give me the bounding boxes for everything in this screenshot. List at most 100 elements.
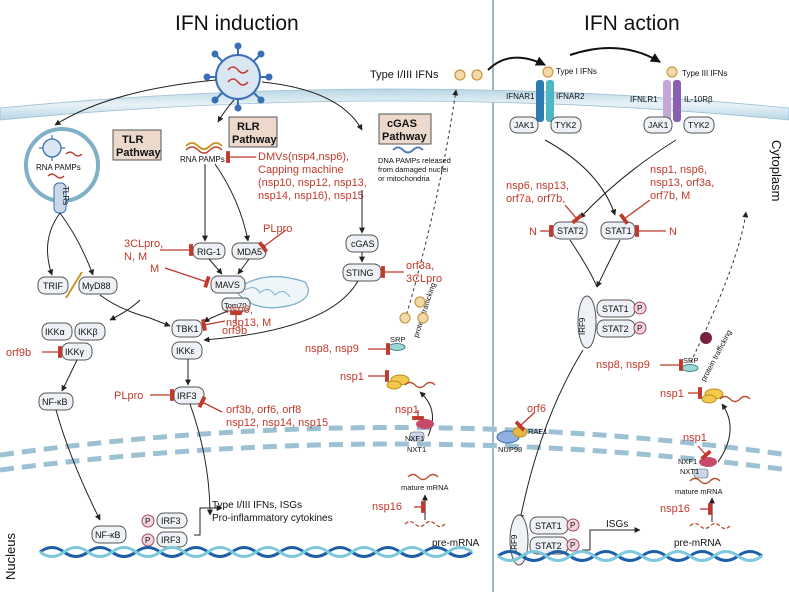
node-mda5: MDA5 — [231, 242, 267, 260]
ifnar1-label: IFNAR1 — [506, 92, 535, 101]
outputs-line1: Type I/III IFNs, ISGs — [212, 500, 302, 511]
stat1-inhibitor-line2: nsp13, orf3a, — [650, 177, 714, 189]
svg-text:TBK1: TBK1 — [176, 324, 199, 334]
stat1-inhibitor-line3: orf7b, M — [650, 190, 690, 202]
protein-trafficking-left: protein trafficking — [411, 282, 437, 339]
svg-text:JAK1: JAK1 — [514, 120, 535, 130]
node-ikkg: IKKγ — [61, 342, 93, 361]
node-jak1-b: JAK1 — [643, 116, 673, 134]
stat2-inhibitor-line2: orf7a, orf7b, — [506, 193, 565, 205]
srp-inhibitor-left: nsp8, nsp9 — [305, 343, 359, 355]
type1-ifns-label: Type I IFNs — [556, 67, 597, 76]
outputs-line2: Pro-inflammatory cytokines — [212, 513, 333, 524]
svg-text:IKKε: IKKε — [176, 346, 195, 356]
svg-text:Tom70: Tom70 — [224, 301, 247, 310]
dmvs-inhibitor-line1: DMVs(nsp4,nsp6), — [258, 151, 349, 163]
nsp1-ribosome-inhibitor-right: nsp1 — [660, 388, 684, 400]
title-left: IFN induction — [175, 12, 299, 35]
irf3-inhibitor-line2: nsp12, nsp14, nsp15 — [226, 417, 328, 429]
node-ikka: IKKα — [41, 322, 73, 341]
n-stat1-label: STAT1 — [535, 521, 562, 531]
nsp16-inhibitor-left: nsp16 — [372, 501, 402, 513]
nxf1-label-left: NXF1 — [405, 434, 424, 443]
rna-pamps-endosome-label: RNA PAMPs — [36, 163, 81, 172]
svg-text:NF-κB: NF-κB — [42, 397, 68, 407]
svg-text:STING: STING — [346, 268, 374, 278]
tbk1-inhibitor-line2: nsp13, M — [226, 317, 271, 329]
virus-small-icon — [39, 135, 65, 161]
cgas-pathway-box — [378, 113, 432, 145]
dmvs-inhibitor-line3: (nsp10, nsp12, nsp13, — [258, 177, 367, 189]
svg-text:RIG-1: RIG-1 — [197, 247, 221, 257]
nsp1-ribosome-inhibitor-left: nsp1 — [340, 371, 364, 383]
nucleus-label: Nucleus — [3, 533, 18, 580]
irf3-inhibitor-line1: orf3b, orf6, orf8 — [226, 404, 301, 416]
ribosome-left — [386, 374, 410, 390]
dna-pamps-line1: DNA PAMPs released — [378, 156, 451, 165]
rae1-label: RAE1 — [528, 427, 548, 436]
cgas-pathway-line1: cGAS — [387, 118, 417, 130]
type-ifns-label: Type I/III IFNs — [370, 69, 439, 81]
rna-pamps-rlr-label: RNA PAMPs — [180, 155, 225, 164]
node-tom70: Tom70 — [221, 297, 251, 312]
p-label-n1: P — [570, 521, 575, 530]
node-stat2: STAT2 — [552, 221, 588, 240]
nup98-label: NUP98 — [498, 445, 522, 454]
svg-text:IRF3: IRF3 — [161, 535, 181, 545]
stat1-inhibitor-line1: nsp1, nsp6, — [650, 164, 707, 176]
node-tyk2-b: TYK2 — [683, 116, 715, 134]
svg-text:MAVS: MAVS — [215, 280, 240, 290]
svg-text:TYK2: TYK2 — [688, 120, 710, 130]
irf9-label: IRF9 — [578, 317, 587, 335]
rlr-pathway-line2: Pathway — [232, 134, 278, 146]
node-ikkb: IKKβ — [74, 322, 106, 341]
isgs-label: ISGs — [606, 519, 628, 530]
svg-text:IRF3: IRF3 — [161, 516, 181, 526]
ifnar-receptor — [536, 66, 554, 122]
rlr-pathway-box — [228, 116, 278, 148]
node-nfkb-nucleus: NF-κB — [91, 525, 127, 544]
svg-text:TYK2: TYK2 — [555, 120, 577, 130]
il10rb-label: IL-10Rβ — [684, 95, 713, 104]
tlrs-label: TLRs — [61, 186, 70, 205]
rlr-pathway-line1: RLR — [237, 121, 260, 133]
node-trif: TRIF — [37, 276, 69, 295]
node-ikke: IKKε — [171, 341, 203, 360]
p-label-b: P — [145, 536, 150, 545]
svg-text:TRIF: TRIF — [43, 281, 63, 291]
node-rig1: RIG-1 — [192, 242, 226, 260]
svg-text:STAT1: STAT1 — [605, 226, 632, 236]
svg-text:IRF3: IRF3 — [177, 391, 197, 401]
node-nfkb: NF-κB — [38, 392, 74, 411]
tlr-pathway-line1: TLR — [122, 134, 143, 146]
ifnlr-receptor — [663, 66, 681, 122]
svg-text:SRP: SRP — [390, 335, 405, 344]
srp-inhibitor-right: nsp8, nsp9 — [596, 359, 650, 371]
svg-text:MDA5: MDA5 — [237, 247, 262, 257]
svg-text:NF-κB: NF-κB — [95, 530, 121, 540]
orf9b-ikk-inhibitor: orf9b — [6, 347, 31, 359]
ifnlr1-label: IFNLR1 — [630, 95, 658, 104]
nuclear-envelope — [0, 425, 789, 458]
plasma-membrane — [0, 88, 789, 121]
svg-text:MyD88: MyD88 — [82, 281, 111, 291]
tlr-pathway-line2: Pathway — [116, 147, 162, 159]
pre-mrna-left: pre-mRNA — [432, 538, 480, 549]
n-stat2-inhibitor: N — [529, 226, 537, 238]
nxt1-label-left: NXT1 — [407, 445, 426, 454]
n-irf9-label: IRF9 — [510, 534, 519, 552]
c-stat1-label: STAT1 — [602, 304, 629, 314]
plpro-irf3-inhibitor: PLpro — [114, 390, 143, 402]
mature-mrna-right: mature mRNA — [675, 487, 723, 496]
n-stat1-inhibitor: N — [669, 226, 677, 238]
node-myd88: MyD88 — [78, 276, 118, 295]
node-mavs: MAVS — [210, 275, 246, 294]
dna-pamps-line3: or mitochondria — [378, 174, 431, 183]
p-label-c2: P — [637, 324, 642, 333]
dmvs-inhibitor-line4: nsp14, nsp16), nsp15 — [258, 190, 364, 202]
svg-text:IKKγ: IKKγ — [65, 347, 85, 357]
orf6-inhibitor: orf6 — [527, 403, 546, 415]
dmvs-inhibitor-line2: Capping machine — [258, 164, 344, 176]
stat2-inhibitor-line1: nsp6, nsp13, — [506, 180, 569, 192]
svg-text:JAK1: JAK1 — [648, 120, 669, 130]
